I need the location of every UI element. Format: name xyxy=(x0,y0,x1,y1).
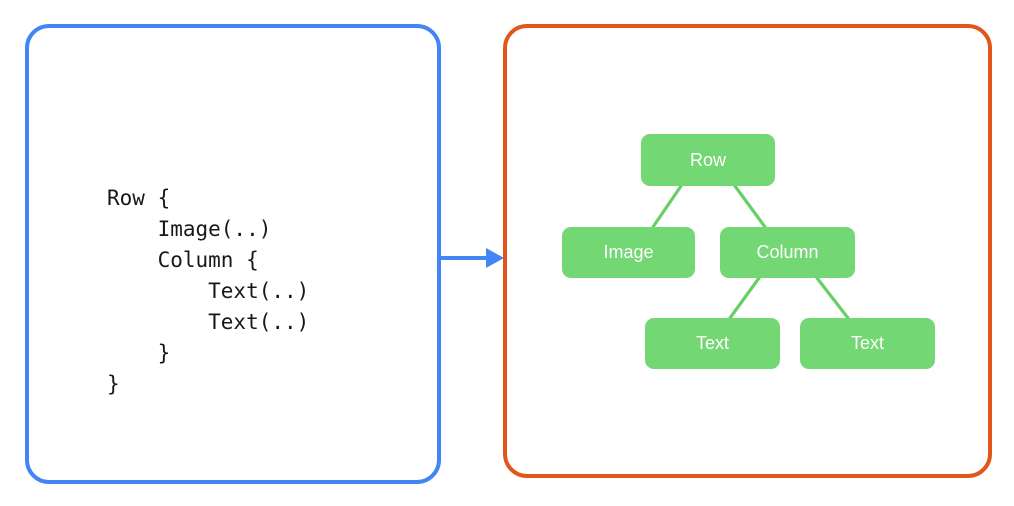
edge-column-text1 xyxy=(728,276,761,320)
composition-tree: Row Image Column Text Text xyxy=(503,24,992,478)
tree-node-text-2[interactable]: Text xyxy=(800,318,935,369)
edge-row-column xyxy=(733,184,767,229)
tree-node-column[interactable]: Column xyxy=(720,227,855,278)
code-snippet: Row { Image(..) Column { Text(..) Text(.… xyxy=(107,186,310,396)
edge-column-text2 xyxy=(815,276,850,320)
tree-node-text-1[interactable]: Text xyxy=(645,318,780,369)
code-panel: Row { Image(..) Column { Text(..) Text(.… xyxy=(25,24,441,484)
tree-node-row[interactable]: Row xyxy=(641,134,775,186)
tree-edges xyxy=(651,184,850,320)
arrow-right-icon xyxy=(441,248,504,268)
tree-node-image[interactable]: Image xyxy=(562,227,695,278)
edge-row-image xyxy=(651,184,683,229)
